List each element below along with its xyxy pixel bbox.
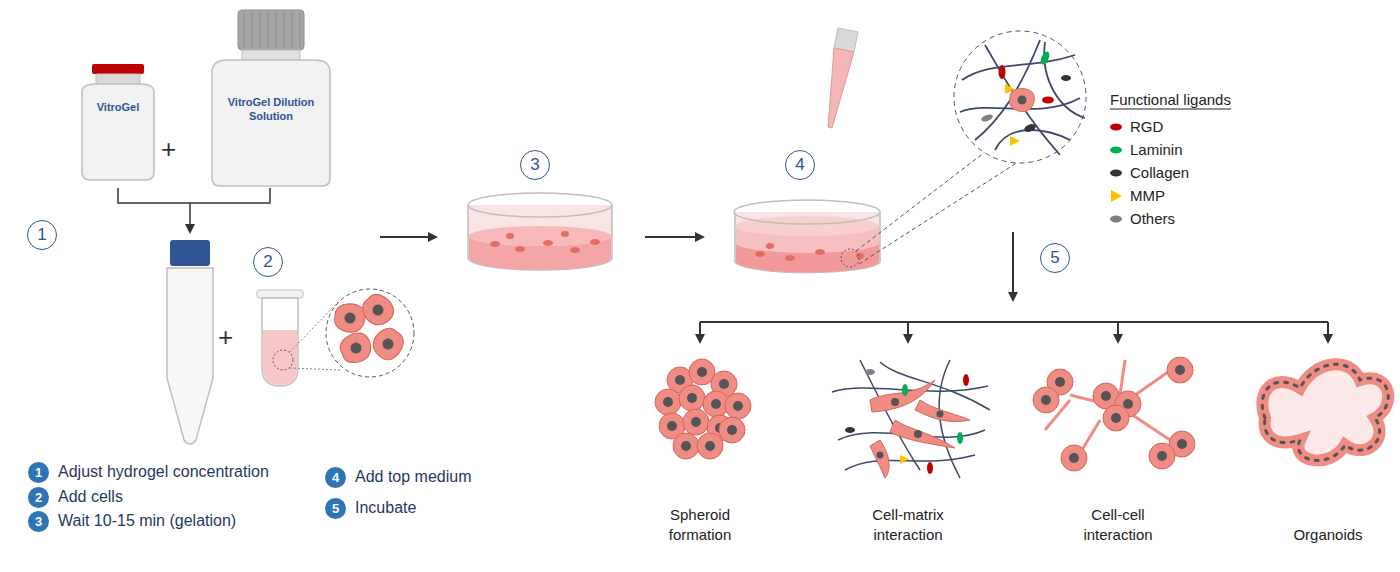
step-circle: 3 — [520, 150, 550, 180]
legend-text: MMP — [1130, 187, 1165, 204]
plus-sign: + — [161, 134, 176, 165]
legend-triangle — [1108, 188, 1124, 204]
bottle-text: VitroGel Dilution Solution — [214, 96, 328, 124]
step-number: 4 — [795, 155, 804, 175]
cell-tube — [257, 289, 414, 386]
step-circle: 1 — [27, 220, 57, 250]
conical-tube — [167, 240, 213, 444]
bottle-label: VitroGel — [84, 90, 152, 126]
legend-underline — [1110, 109, 1231, 110]
pipette — [828, 28, 858, 128]
bottle-text: VitroGel — [97, 101, 140, 115]
dilution-bottle — [212, 10, 330, 186]
merge-bracket — [118, 188, 270, 232]
step-text: Incubate — [355, 499, 416, 517]
matrix-zoom — [954, 31, 1086, 163]
legend-swatch — [1108, 119, 1124, 135]
step-arrow — [380, 236, 436, 238]
step-circle: 5 — [1040, 243, 1070, 273]
outcome-caption: Cell-matrix interaction — [852, 505, 964, 546]
outcome-item: Cell-cell interaction — [1048, 345, 1188, 545]
outcome-caption: Spheroid formation — [644, 505, 756, 546]
organoid-figure — [1262, 364, 1388, 460]
step-badge: 2 — [28, 487, 49, 508]
legend-text: RGD — [1130, 118, 1163, 135]
step-number: 5 — [1050, 248, 1059, 268]
step-number: 3 — [530, 155, 539, 175]
outcome-item: Cell-matrix interaction — [838, 345, 978, 545]
legend-swatch — [1108, 211, 1124, 227]
step-circle: 4 — [785, 150, 815, 180]
step-badge: 1 — [28, 462, 49, 483]
legend-swatch — [1108, 165, 1124, 181]
legend-swatch — [1108, 142, 1124, 158]
step-badge: 5 — [325, 498, 346, 519]
cell-cell-figure — [1033, 357, 1195, 471]
step-text: Wait 10-15 min (gelation) — [58, 512, 236, 530]
step-circle: 2 — [253, 247, 283, 277]
vitrogel-bottle — [82, 64, 154, 180]
step-text: Adjust hydrogel concentration — [58, 463, 269, 481]
outcome-item: Organoids — [1258, 345, 1398, 545]
outcome-caption: Organoids — [1272, 525, 1384, 545]
step-number: 1 — [35, 465, 42, 480]
step-number: 3 — [35, 514, 42, 529]
legend-text: Others — [1130, 210, 1175, 227]
cell-matrix-figure — [832, 360, 990, 478]
step-text: Add cells — [58, 488, 123, 506]
spheroid-figure — [655, 359, 751, 459]
step-number: 4 — [332, 470, 339, 485]
bottle-label: VitroGel Dilution Solution — [214, 82, 328, 138]
step-badge: 4 — [325, 467, 346, 488]
legend-text: Laminin — [1130, 141, 1183, 158]
step-number: 1 — [37, 225, 46, 245]
branch-arrows — [700, 232, 1328, 342]
petri-dish — [468, 193, 612, 270]
petri-dish-medium — [734, 152, 1018, 273]
step-number: 2 — [263, 252, 272, 272]
outcome-caption: Cell-cell interaction — [1062, 505, 1174, 546]
legend-title: Functional ligands — [1110, 91, 1231, 108]
step-number: 2 — [35, 490, 42, 505]
legend-text: Collagen — [1130, 164, 1189, 181]
step-arrow — [645, 236, 703, 238]
step-number: 5 — [332, 501, 339, 516]
outcome-item: Spheroid formation — [630, 345, 770, 545]
step-text: Add top medium — [355, 468, 472, 486]
step-badge: 3 — [28, 511, 49, 532]
plus-sign: + — [218, 322, 233, 353]
